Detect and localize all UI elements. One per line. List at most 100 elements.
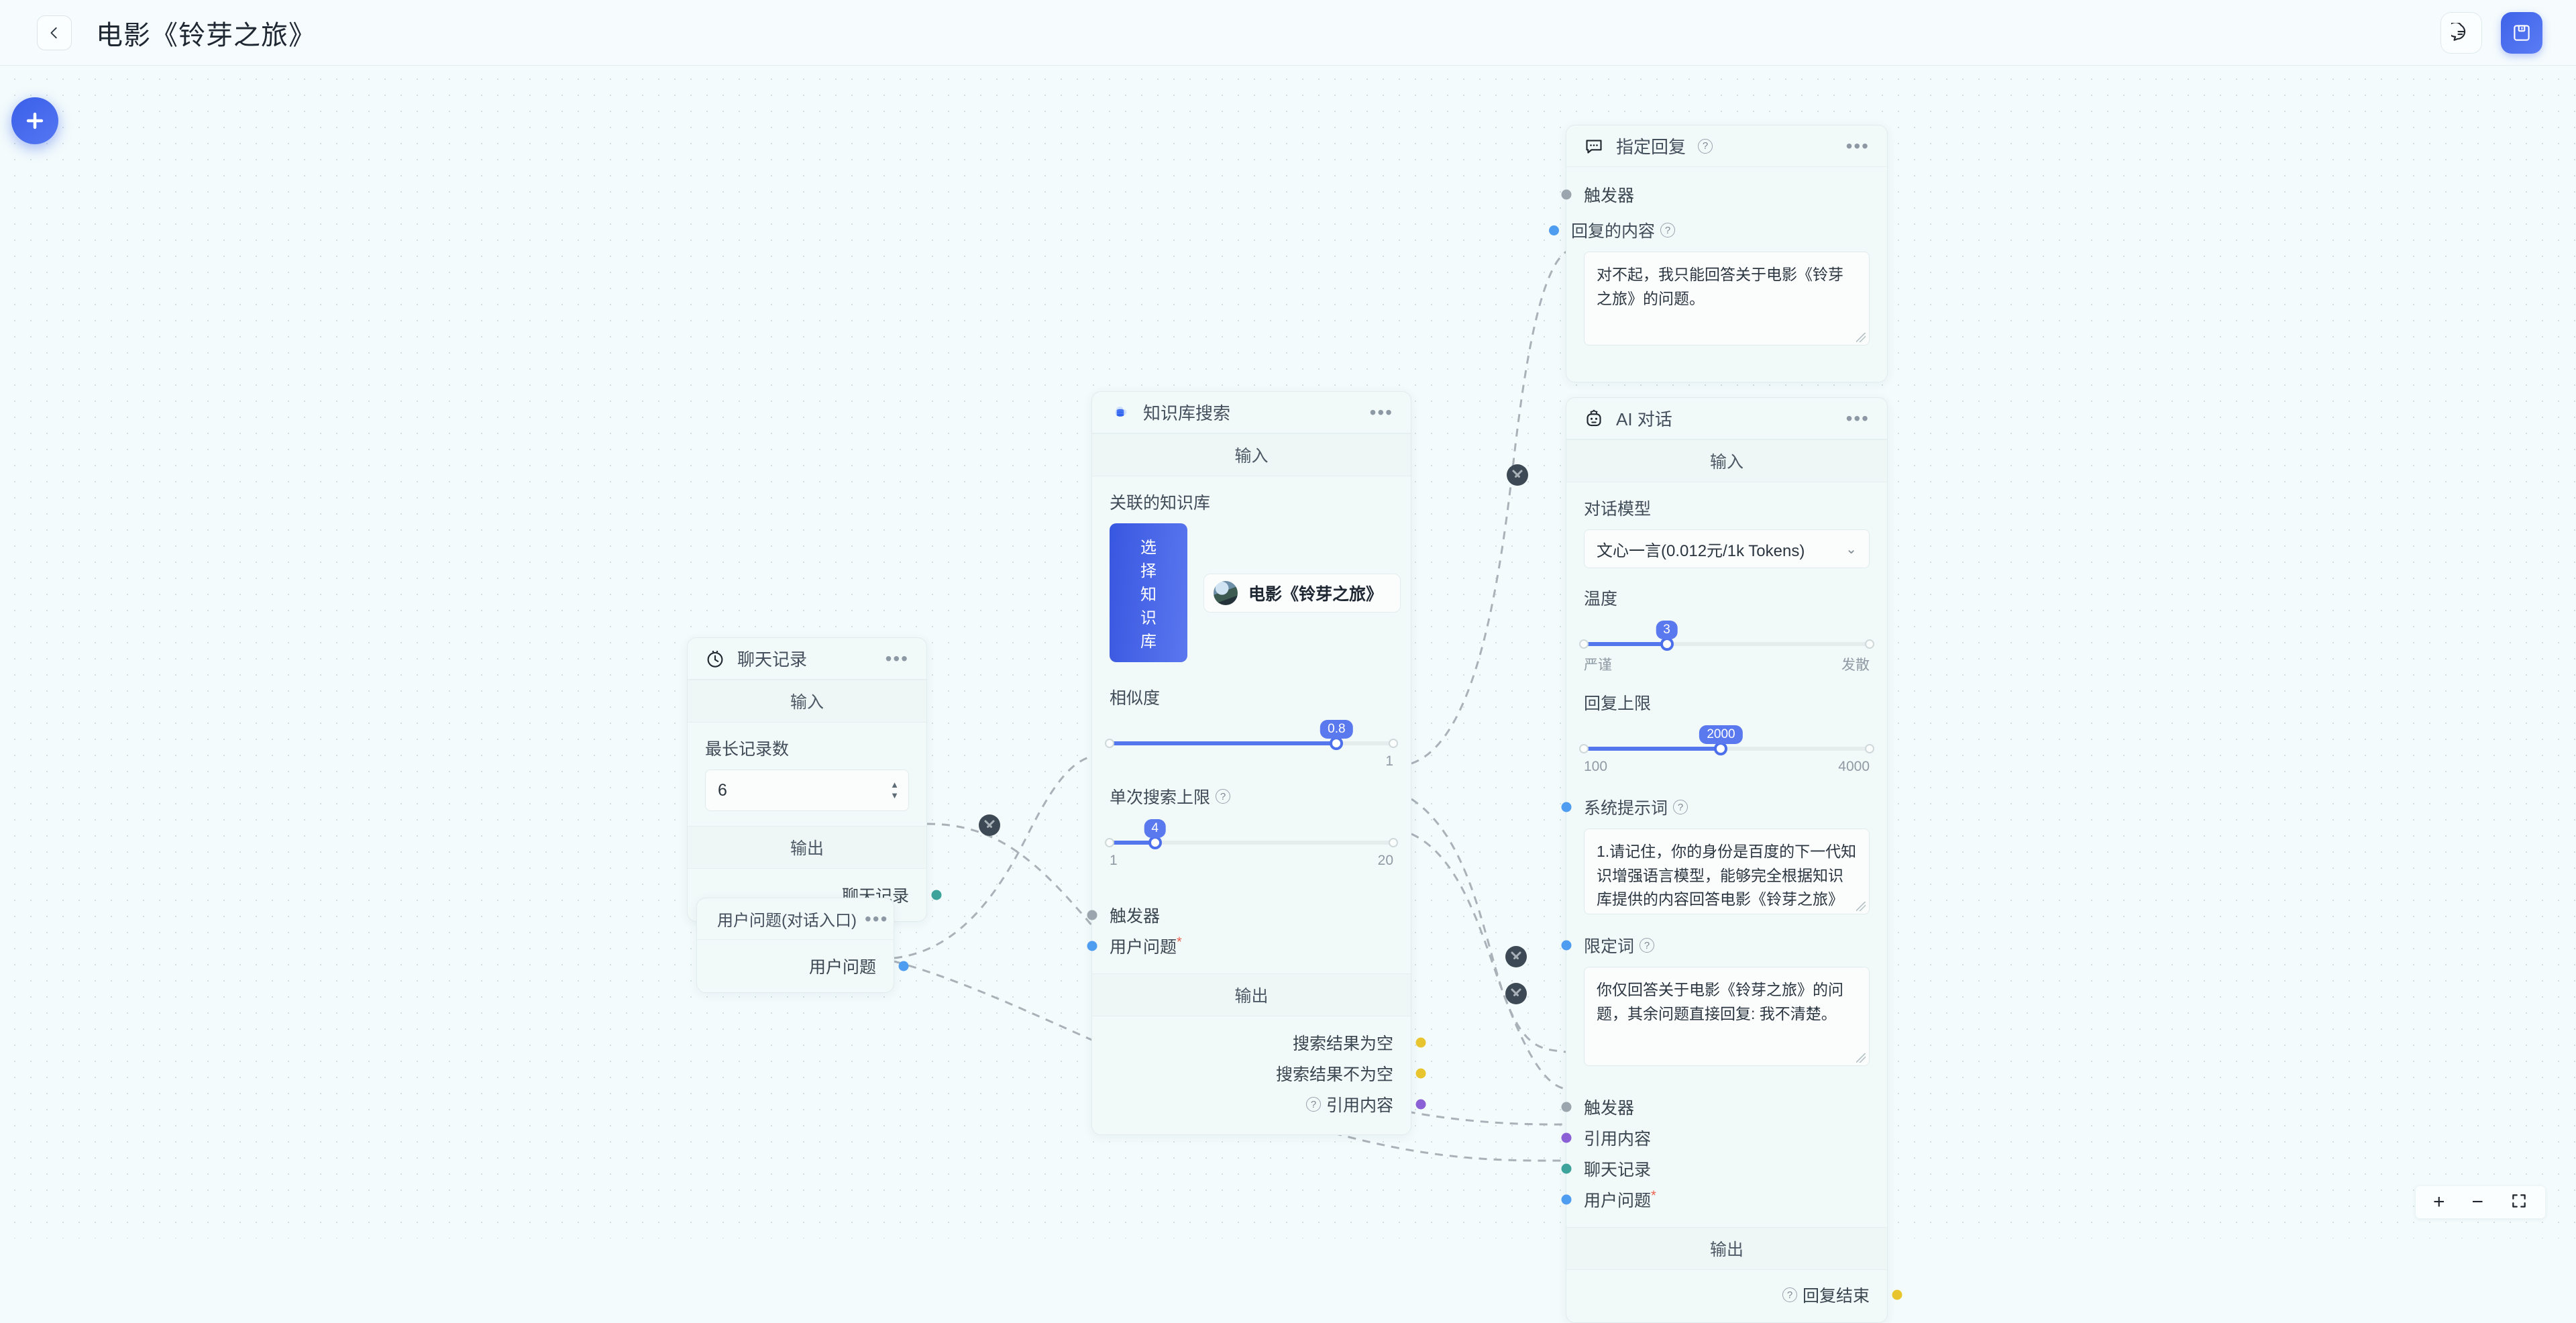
port-dot-yellow[interactable] [1892,1289,1902,1300]
port-dot-blue[interactable] [898,961,909,971]
edge-delete-button[interactable] [1505,983,1527,1004]
port-dot-gray[interactable] [1561,1102,1572,1112]
port-quote-content[interactable]: ? 引用内容 [1110,1089,1426,1120]
port-reply-end[interactable]: ? 回复结束 [1584,1279,1902,1310]
port-label: 用户问题* [1110,935,1182,957]
port-label: 用户问题 [808,958,876,977]
slider-min-label: 100 [1584,759,1608,774]
port-trigger-in[interactable]: 触发器 [1561,179,1870,210]
node-header: 知识库搜索 ••• [1092,392,1411,433]
temperature-slider[interactable]: 3 严谨 发散 [1579,619,1874,674]
slider-fill [1584,747,1721,751]
node-header: AI 对话 ••• [1566,398,1887,439]
port-dot-yellow[interactable] [1415,1037,1426,1048]
similarity-slider[interactable]: 0.8 1 [1105,719,1398,770]
port-chat-history-in[interactable]: 聊天记录 [1561,1153,1870,1184]
input-ports: 触发器 引用内容 聊天记录 用户问题* [1561,1085,1887,1227]
reply-textarea[interactable]: 对不起，我只能回答关于电影《铃芽之旅》的问题。 [1584,252,1870,346]
port-dot-blue[interactable] [1561,802,1572,812]
help-icon[interactable]: ? [1305,1097,1321,1112]
port-quote-in[interactable]: 引用内容 [1561,1122,1870,1153]
port-result-empty[interactable]: 搜索结果为空 [1110,1027,1426,1058]
port-dot-gray[interactable] [1561,189,1572,200]
node-menu-button[interactable]: ••• [1369,401,1393,423]
port-result-not-empty[interactable]: 搜索结果不为空 [1110,1058,1426,1089]
port-dot-blue[interactable] [1561,1194,1572,1205]
help-icon[interactable]: ? [1782,1287,1797,1302]
slider-scale: 1 [1110,753,1393,770]
port-dot-purple[interactable] [1415,1099,1426,1110]
edge-delete-button[interactable] [1505,946,1527,967]
slider-knob[interactable] [1330,737,1344,750]
help-icon[interactable]: ? [1216,789,1231,804]
slider-knob[interactable] [1660,637,1674,651]
help-icon[interactable]: ? [1698,138,1713,154]
output-section-label: 输出 [1092,973,1411,1016]
slider-track[interactable]: 0.8 [1105,720,1398,750]
save-button[interactable] [2501,11,2542,54]
node-menu-button[interactable]: ••• [864,908,889,929]
slider-value-bubble: 2000 [1699,725,1743,744]
limit-word-label: 限定词 ? [1561,933,1870,957]
stepper-up-icon[interactable]: ▲ [890,780,899,790]
node-chat-history[interactable]: 聊天记录 ••• 输入 最长记录数 6 ▲ ▼ 输出 聊天记录 [687,637,942,922]
port-dot-blue[interactable] [1549,225,1559,235]
port-dot-teal[interactable] [1561,1163,1572,1174]
port-trigger-in[interactable]: 触发器 [1087,900,1393,931]
help-icon[interactable]: ? [1673,800,1688,814]
select-kb-button[interactable]: 选择知识库 [1110,523,1187,662]
back-button[interactable] [37,15,72,50]
slider-scale: 100 4000 [1584,759,1870,775]
slider-track[interactable]: 3 [1579,621,1874,651]
workflow-canvas[interactable]: 聊天记录 ••• 输入 最长记录数 6 ▲ ▼ 输出 聊天记录 [0,66,2576,1323]
stepper-down-icon[interactable]: ▼ [890,790,899,800]
node-menu-button[interactable]: ••• [1845,135,1870,156]
edge-delete-button[interactable] [979,814,1000,836]
add-node-button[interactable] [11,97,58,144]
edge-delete-button[interactable] [1507,464,1528,486]
port-dot-yellow[interactable] [1415,1068,1426,1079]
port-trigger-in[interactable]: 触发器 [1561,1092,1870,1122]
node-menu-button[interactable]: ••• [885,647,909,669]
port-user-question-out[interactable]: 用户问题 [714,951,909,982]
port-dot-purple[interactable] [1561,1132,1572,1143]
port-label: 搜索结果为空 [1292,1035,1393,1053]
help-icon[interactable]: ? [1640,938,1655,953]
port-dot-teal[interactable] [931,890,942,900]
edge-quote-to-ai [1411,833,1566,1090]
node-title: 聊天记录 [737,649,808,670]
slider-max-label: 1 [1385,753,1393,769]
port-user-question-in[interactable]: 用户问题* [1561,1184,1870,1215]
search-limit-slider[interactable]: 4 1 20 [1105,818,1398,869]
output-ports: 用户问题 [697,940,909,992]
limit-word-textarea[interactable]: 你仅回答关于电影《铃芽之旅》的问题，其余问题直接回复: 我不清楚。 [1584,967,1870,1066]
port-dot-blue[interactable] [1087,941,1097,951]
search-limit-text: 单次搜索上限 [1110,788,1211,807]
port-dot-gray[interactable] [1087,910,1097,920]
port-user-question-in[interactable]: 用户问题* [1087,931,1393,961]
system-prompt-textarea[interactable]: 1.请记住，你的身份是百度的下一代知识增强语言模型，能够完全根据知识库提供的内容… [1584,829,1870,914]
comment-button[interactable] [2440,11,2482,54]
stepper-arrows[interactable]: ▲ ▼ [890,780,899,800]
zoom-in-button[interactable]: + [2432,1191,2445,1213]
slider-knob[interactable] [1148,836,1162,849]
port-label: 用户问题* [1584,1188,1656,1210]
chevron-down-icon[interactable]: ⌄ [1845,541,1857,557]
help-icon[interactable]: ? [1660,223,1676,237]
node-kb-search[interactable]: 知识库搜索 ••• 输入 关联的知识库 选择知识库 电影《铃芽之旅》 相似度 [1087,391,1426,1135]
node-ai-chat[interactable]: AI 对话 ••• 输入 对话模型 文心一言(0.012元/1k Tokens)… [1561,397,1902,1323]
fit-screen-button[interactable] [2510,1192,2528,1212]
reply-limit-slider[interactable]: 2000 100 4000 [1579,724,1874,775]
port-dot-blue[interactable] [1561,940,1572,951]
max-records-stepper[interactable]: 6 ▲ ▼ [705,770,909,811]
slider-track[interactable]: 2000 [1579,725,1874,755]
input-section-label: 输入 [1092,433,1411,476]
zoom-out-button[interactable]: − [2471,1191,2483,1213]
kb-chip[interactable]: 电影《铃芽之旅》 [1203,573,1401,613]
node-specified-reply[interactable]: 指定回复 ? ••• 触发器 回复的内容 ? 对不起，我只能回答关于电影《铃芽之… [1549,125,1888,382]
slider-knob[interactable] [1714,742,1728,755]
node-user-question[interactable]: 用户问题(对话入口) ••• 用户问题 [696,898,909,993]
slider-track[interactable]: 4 [1105,819,1398,849]
node-menu-button[interactable]: ••• [1845,407,1870,429]
model-select[interactable]: 文心一言(0.012元/1k Tokens) ⌄ [1584,529,1870,568]
